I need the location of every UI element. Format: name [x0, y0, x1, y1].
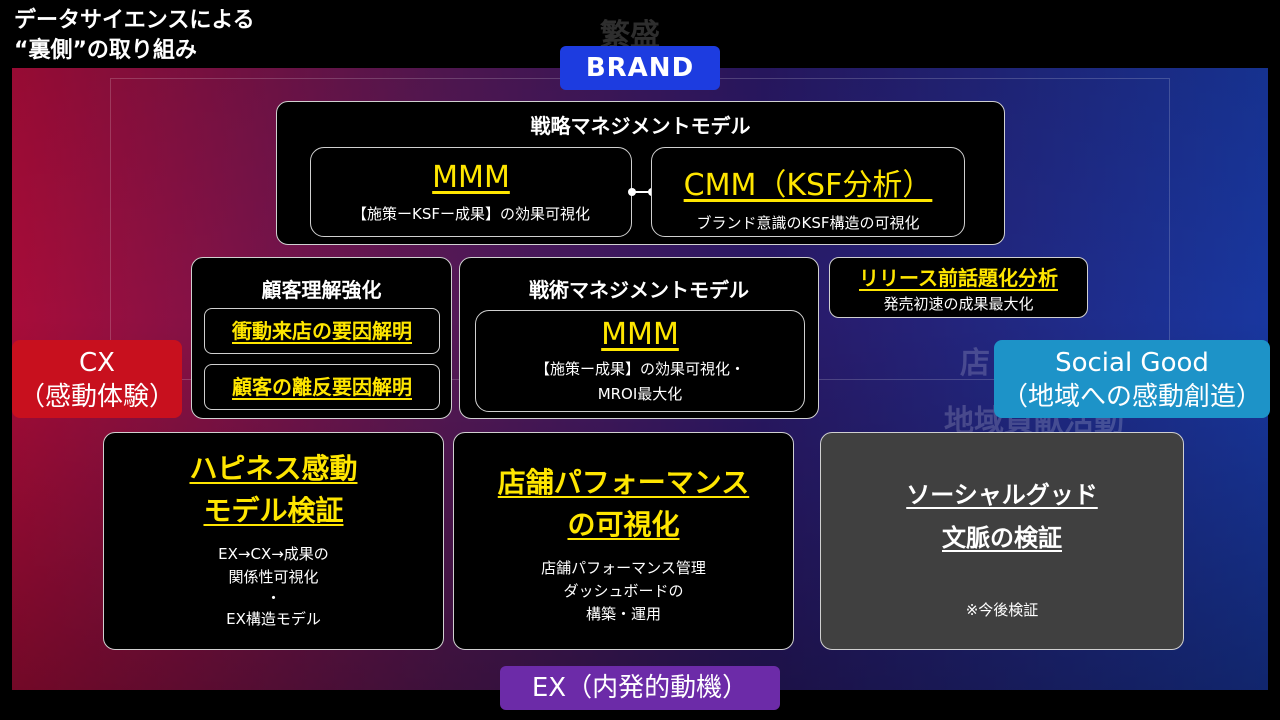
strategy-model-box: 戦略マネジメントモデル MMM 【施策ーKSFー成果】の効果可視化 CMM（KS… — [276, 101, 1005, 245]
store-title-1: 店舗パフォーマンス — [497, 466, 750, 499]
tactics-model-box: 戦術マネジメントモデル MMM 【施策ー成果】の効果可視化・ MROI最大化 — [459, 257, 819, 419]
release-analysis-title: リリース前話題化分析 — [859, 266, 1058, 290]
strategy-model-heading: 戦略マネジメントモデル — [530, 114, 751, 138]
tactics-mmm-subtitle-2: MROI最大化 — [597, 385, 683, 403]
happiness-title-2: モデル検証 — [203, 494, 344, 527]
social-good-title-1: ソーシャルグッド — [906, 481, 1098, 509]
cx-pill: CX （感動体験） — [12, 340, 182, 418]
tactics-mmm-title: MMM — [601, 317, 679, 352]
strategy-cmm-title: CMM（KSF分析） — [683, 168, 933, 203]
connector-dot-left — [628, 188, 636, 196]
social-good-note: ※今後検証 — [965, 601, 1039, 619]
social-good-label: Social Good — [1055, 348, 1209, 378]
release-analysis-box: リリース前話題化分析 発売初速の成果最大化 — [829, 257, 1088, 318]
store-sub-2: ダッシュボードの — [563, 582, 684, 600]
tactics-model-heading: 戦術マネジメントモデル — [529, 278, 749, 302]
social-good-pill: Social Good （地域への感動創造） — [994, 340, 1270, 418]
customer-understanding-heading: 顧客理解強化 — [261, 278, 382, 302]
store-title-2: の可視化 — [567, 508, 680, 541]
social-good-box: ソーシャルグッド 文脈の検証 ※今後検証 — [820, 432, 1184, 650]
happiness-model-box: ハピネス感動 モデル検証 EX→CX→成果の 関係性可視化 ・ EX構造モデル — [103, 432, 444, 650]
happiness-sub-1: EX→CX→成果の — [218, 545, 329, 563]
strategy-mmm-title: MMM — [432, 160, 510, 195]
cx-sublabel: （感動体験） — [18, 382, 175, 412]
customer-item-1-label: 衝動来店の要因解明 — [232, 319, 412, 343]
store-sub-1: 店舗パフォーマンス管理 — [541, 559, 706, 577]
strategy-mmm-subtitle: 【施策ーKSFー成果】の効果可視化 — [352, 205, 590, 223]
social-good-sublabel: （地域への感動創造） — [1001, 382, 1262, 412]
happiness-title-1: ハピネス感動 — [189, 452, 358, 485]
release-analysis-subtitle: 発売初速の成果最大化 — [883, 295, 1034, 313]
tactics-mmm-card: MMM 【施策ー成果】の効果可視化・ MROI最大化 — [475, 310, 805, 412]
strategy-mmm-card: MMM 【施策ーKSFー成果】の効果可視化 — [310, 147, 632, 237]
cx-label: CX — [79, 348, 115, 378]
customer-item-1: 衝動来店の要因解明 — [204, 308, 440, 354]
page-title: データサイエンスによる “裏側”の取り組み — [14, 8, 255, 63]
customer-item-2-label: 顧客の離反要因解明 — [232, 375, 412, 399]
strategy-cmm-subtitle: ブランド意識のKSF構造の可視化 — [696, 214, 920, 232]
strategy-connector-line — [632, 191, 652, 193]
social-good-title-2: 文脈の検証 — [942, 524, 1062, 552]
happiness-sub-3: ・ — [265, 589, 281, 607]
strategy-cmm-card: CMM（KSF分析） ブランド意識のKSF構造の可視化 — [651, 147, 965, 237]
ex-pill: EX（内発的動機） — [500, 666, 780, 710]
happiness-sub-2: 関係性可視化 — [228, 568, 319, 586]
tactics-mmm-subtitle-1: 【施策ー成果】の効果可視化・ — [534, 360, 745, 378]
store-performance-box: 店舗パフォーマンス の可視化 店舗パフォーマンス管理 ダッシュボードの 構築・運… — [453, 432, 794, 650]
store-sub-3: 構築・運用 — [585, 605, 661, 623]
customer-item-2: 顧客の離反要因解明 — [204, 364, 440, 410]
happiness-sub-4: EX構造モデル — [226, 610, 321, 628]
customer-understanding-box: 顧客理解強化 衝動来店の要因解明 顧客の離反要因解明 — [191, 257, 452, 419]
brand-pill: BRAND — [560, 46, 720, 90]
ghost-text-right-1: 店 — [960, 346, 990, 381]
